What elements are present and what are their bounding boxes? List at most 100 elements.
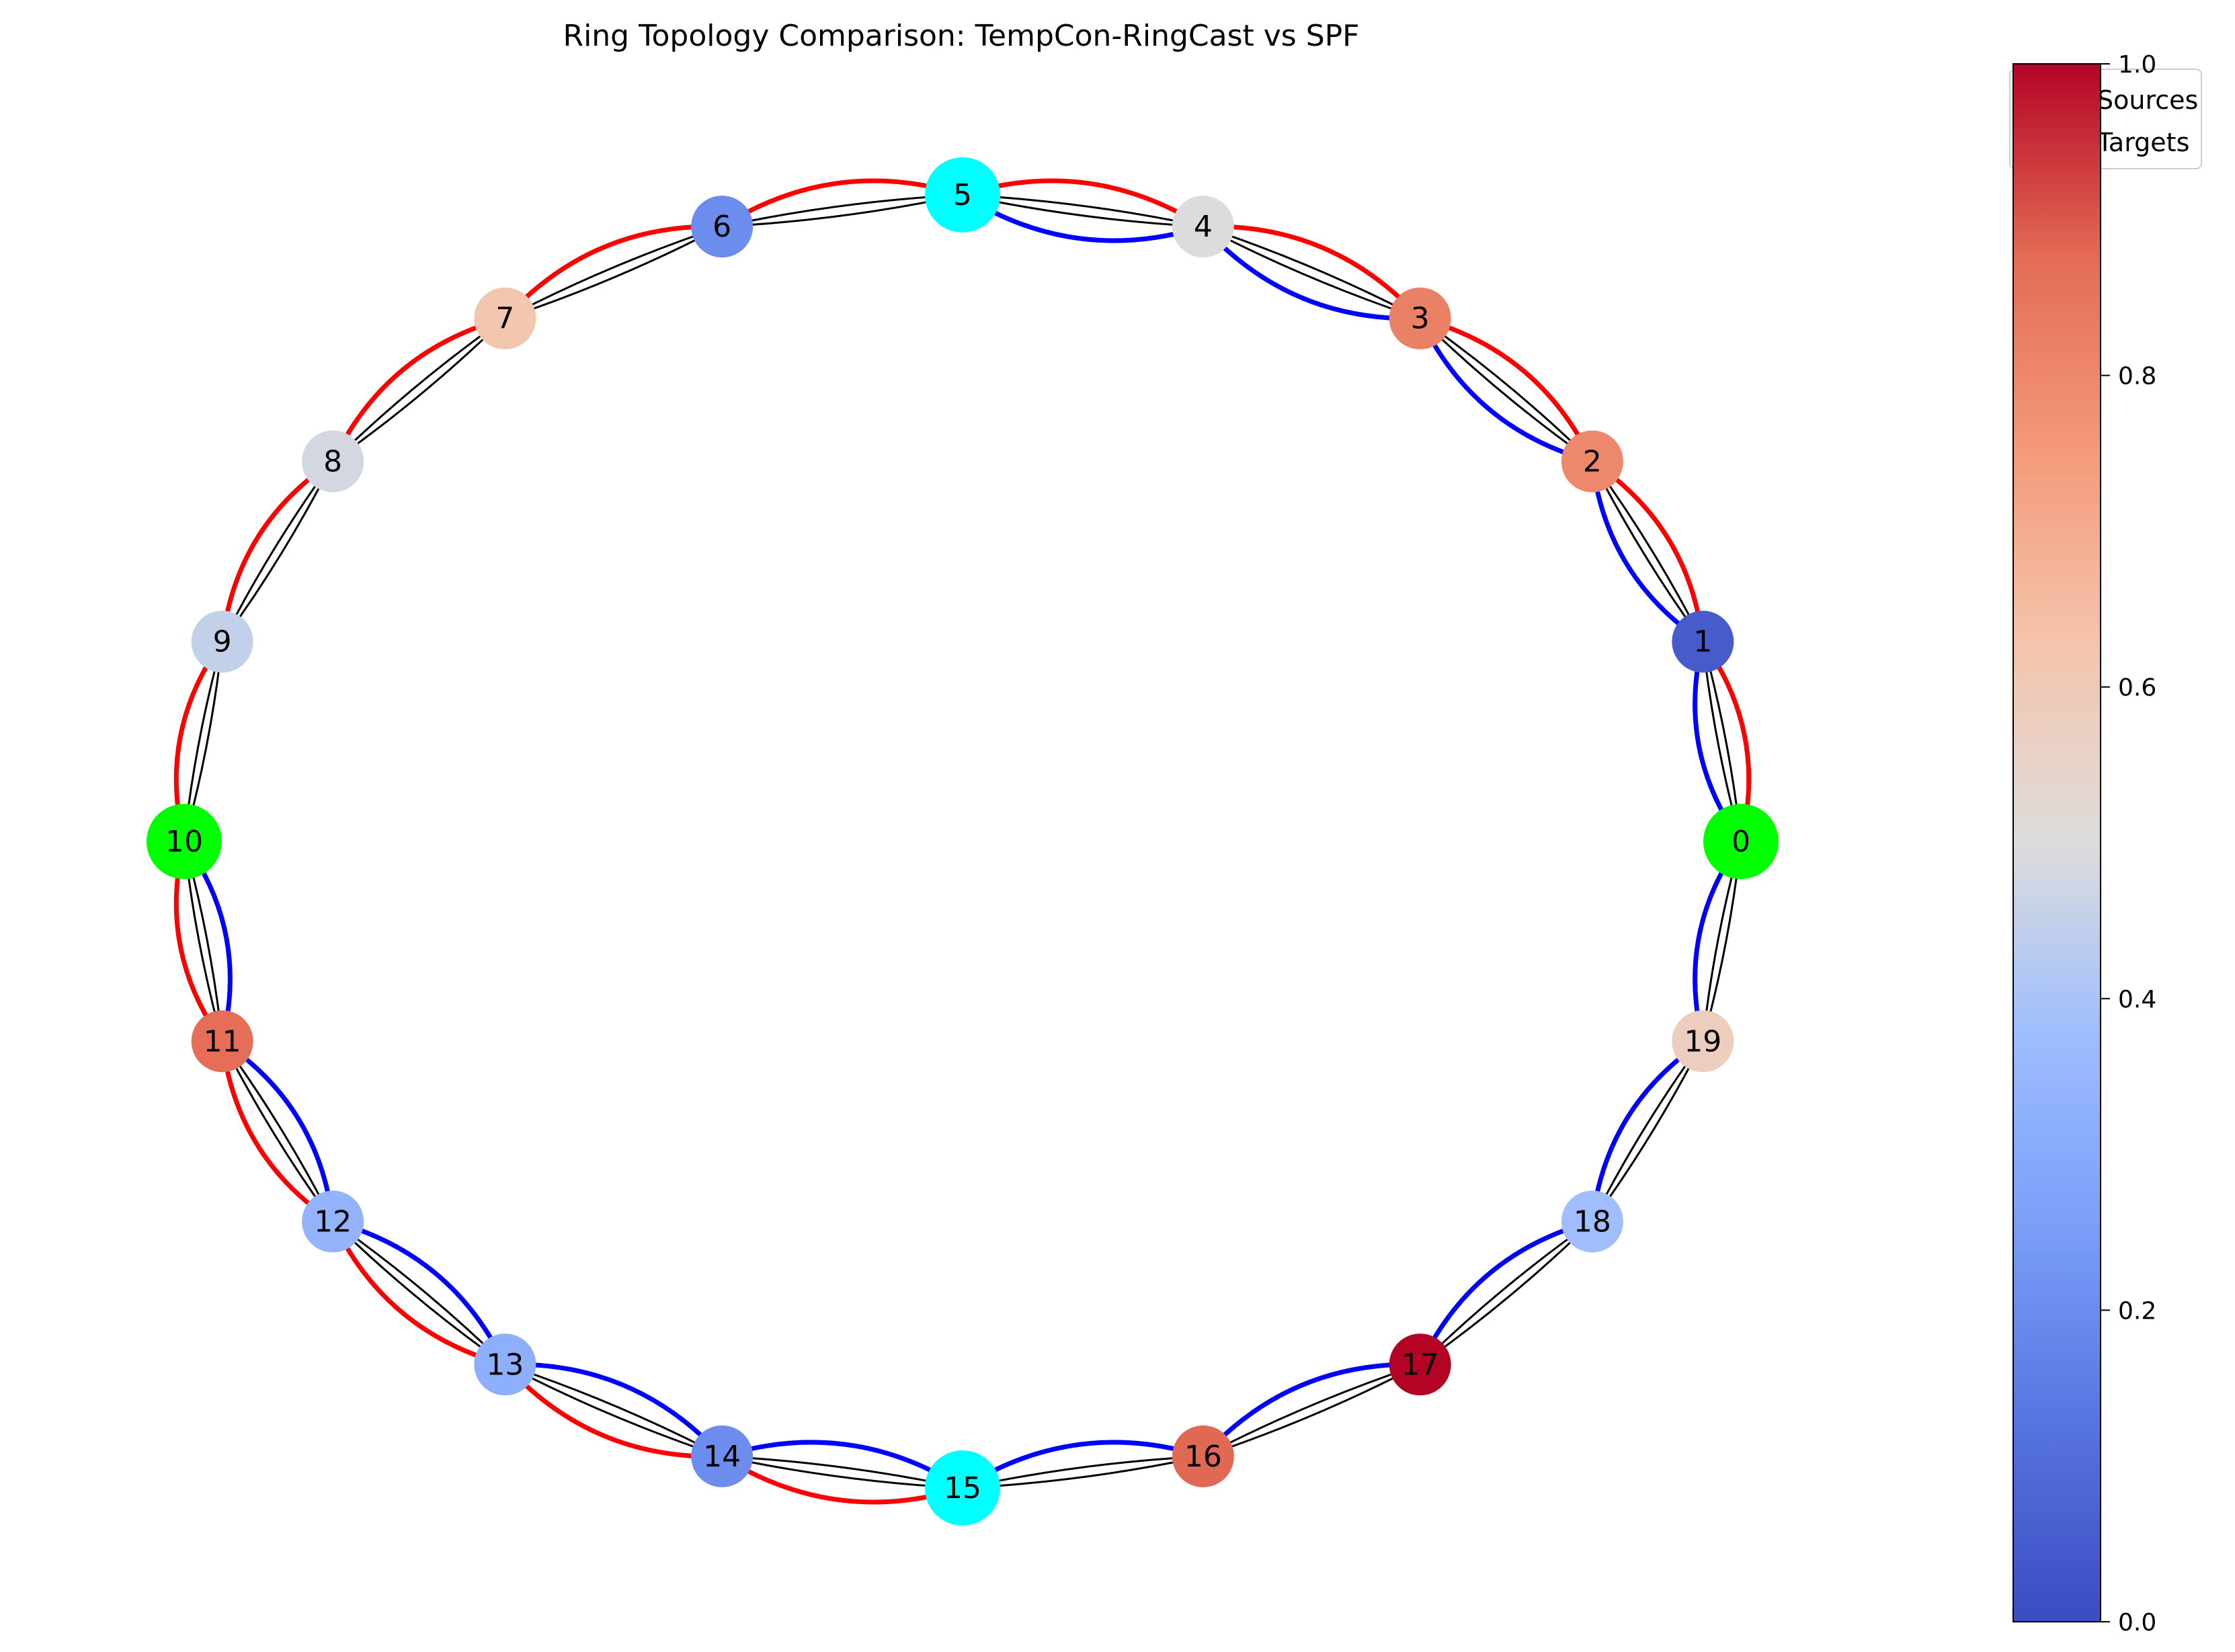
- spf-edge-1-2: [1590, 461, 1705, 644]
- tempcon-edge-3-4: [1203, 224, 1422, 321]
- node-17: 17: [1389, 1333, 1451, 1396]
- ring-edge-a-13-14: [504, 1363, 723, 1458]
- tempcon-edge-8-9: [220, 459, 335, 643]
- ring-edge-b-18-19: [1591, 1040, 1704, 1223]
- node-circle: [474, 1333, 536, 1396]
- node-label: 18: [1574, 1204, 1611, 1239]
- spf-edge-11-12: [220, 1039, 335, 1222]
- node-circle: [1672, 610, 1734, 673]
- node-12: 12: [302, 1190, 364, 1253]
- spf-edge-12-13: [332, 1219, 507, 1366]
- colorbar-gradient: [2013, 63, 2101, 1622]
- node-circle: [1561, 1190, 1623, 1253]
- node-8: 8: [302, 430, 364, 493]
- ring-edge-b-6-7: [504, 225, 723, 320]
- node-13: 13: [474, 1333, 536, 1396]
- node-label: 6: [713, 210, 731, 244]
- node-5: 5: [925, 157, 1000, 233]
- tempcon-edge-1-2: [1590, 459, 1705, 643]
- node-label: 15: [944, 1471, 981, 1505]
- node-circle: [1172, 1425, 1234, 1487]
- node-label: 16: [1184, 1440, 1222, 1474]
- spf-edge-17-18: [1418, 1219, 1593, 1366]
- node-label: 5: [953, 178, 972, 212]
- node-label: 7: [495, 302, 514, 336]
- node-label: 2: [1583, 445, 1602, 479]
- node-15: 15: [925, 1450, 1000, 1526]
- colorbar-tick-label: 0.0: [2118, 1609, 2156, 1637]
- ring-edge-a-8-9: [221, 460, 334, 643]
- ring-edge-a-12-13: [332, 1221, 506, 1366]
- ring-edge-b-2-3: [1419, 317, 1593, 462]
- node-label: 4: [1194, 210, 1213, 244]
- spf-edge-2-3: [1418, 317, 1593, 464]
- ring-edge-b-8-9: [221, 460, 334, 643]
- ring-edge-b-1-2: [1591, 460, 1704, 643]
- legend-label-sources: Sources: [2097, 85, 2198, 115]
- node-7: 7: [474, 287, 536, 349]
- ring-edge-b-7-8: [332, 317, 506, 462]
- ring-edge-b-16-17: [1203, 1363, 1421, 1458]
- node-circle: [302, 430, 364, 493]
- node-circle: [1172, 196, 1234, 258]
- node-label: 12: [314, 1204, 352, 1239]
- colorbar-tick-label: 0.8: [2118, 363, 2156, 390]
- ring-edge-b-12-13: [332, 1221, 506, 1366]
- spf-edge-3-4: [1201, 224, 1420, 321]
- ring-edge-b-17-18: [1419, 1221, 1593, 1366]
- node-label: 9: [213, 625, 232, 659]
- node-circle: [147, 804, 222, 879]
- node-circle: [1389, 1333, 1451, 1396]
- node-14: 14: [691, 1425, 754, 1487]
- node-label: 17: [1401, 1348, 1439, 1382]
- colorbar-tick-label: 0.2: [2118, 1297, 2156, 1325]
- node-label: 19: [1684, 1024, 1721, 1059]
- node-label: 1: [1693, 625, 1712, 659]
- node-circle: [1703, 804, 1779, 879]
- node-label: 10: [165, 825, 203, 859]
- node-circle: [1672, 1010, 1734, 1073]
- ring-edge-a-7-8: [332, 317, 506, 462]
- tempcon-edge-2-3: [1419, 316, 1594, 463]
- node-label: 8: [323, 445, 342, 479]
- node-label: 13: [486, 1348, 524, 1382]
- node-16: 16: [1172, 1425, 1234, 1487]
- ring-edge-b-13-14: [504, 1363, 723, 1458]
- colorbar-tick-label: 1.0: [2118, 51, 2156, 79]
- node-circle: [691, 196, 754, 258]
- node-9: 9: [191, 610, 253, 673]
- node-circle: [925, 157, 1000, 233]
- colorbar: 0.00.20.40.60.81.0: [2013, 51, 2156, 1637]
- node-label: 11: [204, 1024, 241, 1059]
- ring-edge-a-17-18: [1419, 1221, 1593, 1366]
- ring-edge-a-3-4: [1203, 225, 1421, 320]
- ring-edge-a-11-12: [221, 1040, 334, 1223]
- ring-edge-a-1-2: [1591, 460, 1704, 643]
- node-4: 4: [1172, 196, 1234, 258]
- ring-edge-a-18-19: [1591, 1040, 1704, 1223]
- node-circle: [925, 1450, 1000, 1526]
- tempcon-edge-6-7: [503, 224, 723, 321]
- colorbar-ticks: 0.00.20.40.60.81.0: [2101, 51, 2156, 1637]
- ring-edge-b-3-4: [1203, 225, 1421, 320]
- node-6: 6: [691, 196, 754, 258]
- edges-layer: [173, 178, 1752, 1505]
- node-2: 2: [1561, 430, 1623, 493]
- ring-edge-a-16-17: [1203, 1363, 1421, 1458]
- colorbar-tick-label: 0.6: [2118, 674, 2156, 702]
- node-circle: [191, 610, 253, 673]
- node-3: 3: [1389, 287, 1451, 349]
- node-label: 3: [1411, 302, 1430, 336]
- tempcon-edge-7-8: [331, 316, 506, 463]
- ring-edge-a-2-3: [1419, 317, 1593, 462]
- node-19: 19: [1672, 1010, 1734, 1073]
- tempcon-edge-13-14: [503, 1362, 723, 1459]
- tempcon-edge-12-13: [331, 1220, 506, 1367]
- ring-edge-b-11-12: [221, 1040, 334, 1223]
- spf-edge-16-17: [1201, 1362, 1420, 1458]
- node-circle: [1561, 430, 1623, 493]
- node-label: 0: [1732, 825, 1750, 859]
- chart-title: Ring Topology Comparison: TempCon-RingCa…: [563, 19, 1360, 53]
- node-circle: [1389, 287, 1451, 349]
